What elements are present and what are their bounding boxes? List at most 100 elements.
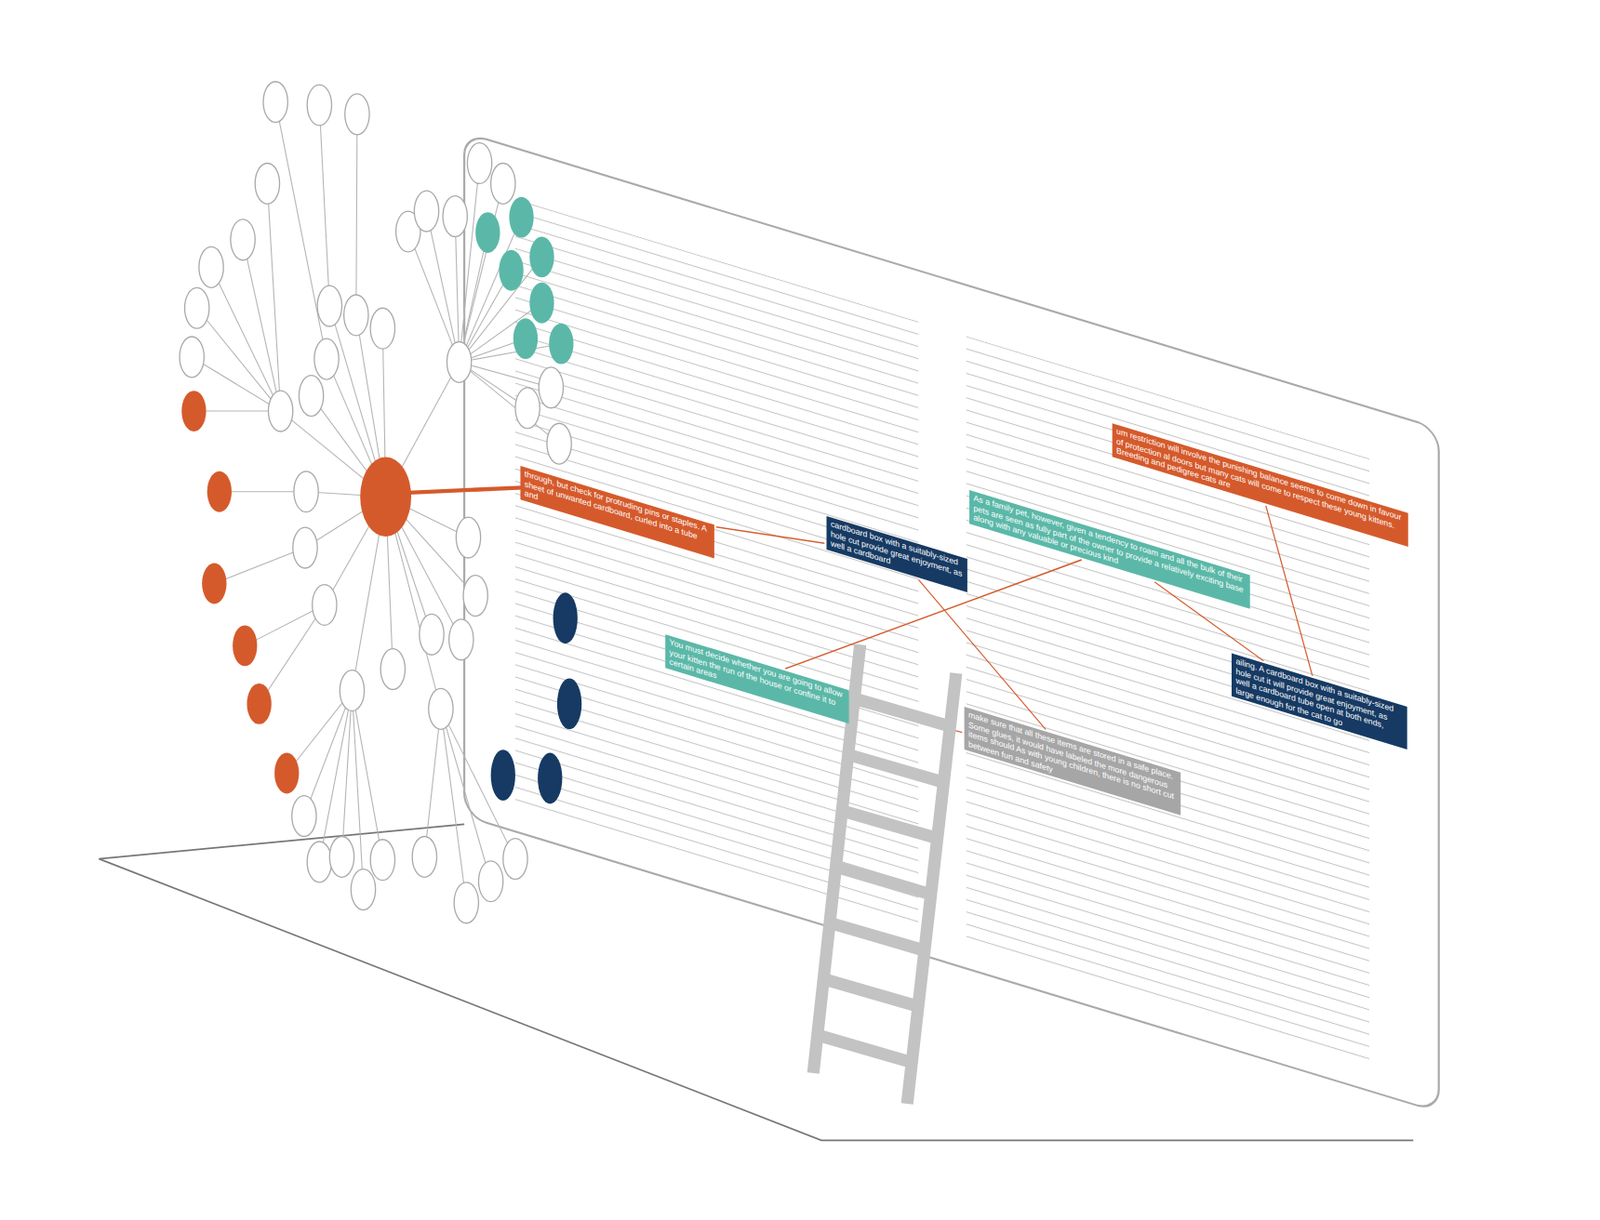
connector <box>716 510 825 560</box>
graph-node <box>181 390 206 432</box>
graph-node <box>503 839 528 880</box>
graph-link <box>259 604 325 704</box>
graph-node <box>246 683 271 725</box>
graph-node <box>314 338 339 380</box>
graph-link <box>459 361 552 387</box>
graph-node <box>293 471 319 513</box>
panel-svg <box>464 133 1440 1113</box>
graph-node <box>491 749 516 801</box>
graph-node <box>199 246 224 288</box>
connector-group <box>716 338 1313 844</box>
graph-link <box>454 216 459 363</box>
graph-link <box>351 691 383 861</box>
graph-link <box>213 547 306 584</box>
graph-link <box>266 183 280 412</box>
graph-node <box>201 563 227 605</box>
graph-node <box>329 836 354 878</box>
highlight-box: um restriction will involve the punishin… <box>1112 423 1409 547</box>
panel-back <box>464 133 1440 1113</box>
highlight-box: You must decide whether you are going to… <box>665 634 849 724</box>
excerpt-text: um restriction will involve the punishin… <box>1116 426 1404 545</box>
highlight-box: As a family pet, however, given a tenden… <box>969 490 1251 610</box>
graph-node <box>254 163 280 205</box>
graph-node <box>306 84 332 126</box>
graph-link <box>219 491 307 493</box>
graph-node <box>546 423 572 465</box>
graph-link <box>459 344 562 363</box>
graph-node <box>428 688 454 730</box>
page-panel <box>464 133 1440 1113</box>
graph-node <box>529 282 554 324</box>
graph-node <box>463 575 488 617</box>
highlight-box: through, but check for protruding pins o… <box>520 466 714 559</box>
graph-node <box>298 375 323 417</box>
graph-node <box>312 585 337 627</box>
connector <box>918 579 1046 730</box>
graph-link <box>459 303 543 363</box>
graph-node <box>274 753 299 795</box>
graph-node <box>515 387 540 429</box>
graph-node <box>449 619 474 661</box>
graph-node <box>185 287 210 329</box>
graph-node <box>370 840 395 881</box>
graph-node <box>419 613 444 655</box>
graph-node <box>537 753 562 805</box>
panel-front: through, but check for protruding pins o… <box>464 133 1440 1113</box>
graph-node <box>446 341 471 383</box>
highlight-box: make sure that all these items are store… <box>964 706 1182 816</box>
graph-link <box>356 114 358 316</box>
graph-node <box>339 670 364 712</box>
graph-link <box>319 105 330 307</box>
graph-node <box>317 285 342 327</box>
graph-link <box>242 240 281 412</box>
graph-node <box>360 456 412 537</box>
graph-link <box>440 708 516 859</box>
excerpt-text: As a family pet, however, given a tenden… <box>973 493 1246 606</box>
graph-link <box>341 691 352 858</box>
graph-node <box>478 861 503 903</box>
graph-node <box>453 882 479 924</box>
graph-node <box>380 649 405 691</box>
graph-node <box>508 197 534 239</box>
graph-node <box>306 841 332 883</box>
graph-node <box>412 836 437 878</box>
graph-link <box>408 231 460 362</box>
graph-node <box>491 163 516 205</box>
graph-node <box>455 517 480 559</box>
connector <box>1266 506 1313 677</box>
graph-node <box>370 307 395 349</box>
graph-link <box>304 691 353 817</box>
graph-node <box>466 143 492 185</box>
graph-node <box>267 390 293 432</box>
graph-node <box>230 219 255 261</box>
graph-node <box>513 318 538 360</box>
excerpt-text: You must decide whether you are going to… <box>669 638 846 721</box>
excerpt-text: through, but check for protruding pins o… <box>524 469 711 556</box>
graph-node <box>350 869 375 911</box>
graph-node <box>529 236 554 278</box>
graph-link <box>440 708 467 903</box>
excerpt-text: cardboard box with a suitably-sized hole… <box>830 519 964 589</box>
graph-node <box>442 196 467 238</box>
excerpt-text: make sure that all these items are store… <box>968 710 1177 814</box>
graph-node <box>293 527 318 569</box>
excerpt-text: ailing. A cardboard box with a suitably-… <box>1235 656 1403 747</box>
graph-node <box>207 471 232 513</box>
graph-link <box>211 266 281 412</box>
graph-link <box>424 708 441 857</box>
graph-node <box>557 678 582 730</box>
graph-link <box>319 691 352 863</box>
graph-node <box>344 294 369 336</box>
graph-link <box>408 487 523 493</box>
graph-node <box>345 93 370 135</box>
graph-node <box>475 212 500 254</box>
graph-link <box>275 102 327 360</box>
graph-node <box>498 250 523 292</box>
graph-node <box>292 796 317 838</box>
graph-node <box>548 323 574 365</box>
graph-node <box>413 190 439 232</box>
graph-link <box>193 411 280 413</box>
graph-node <box>179 336 204 378</box>
